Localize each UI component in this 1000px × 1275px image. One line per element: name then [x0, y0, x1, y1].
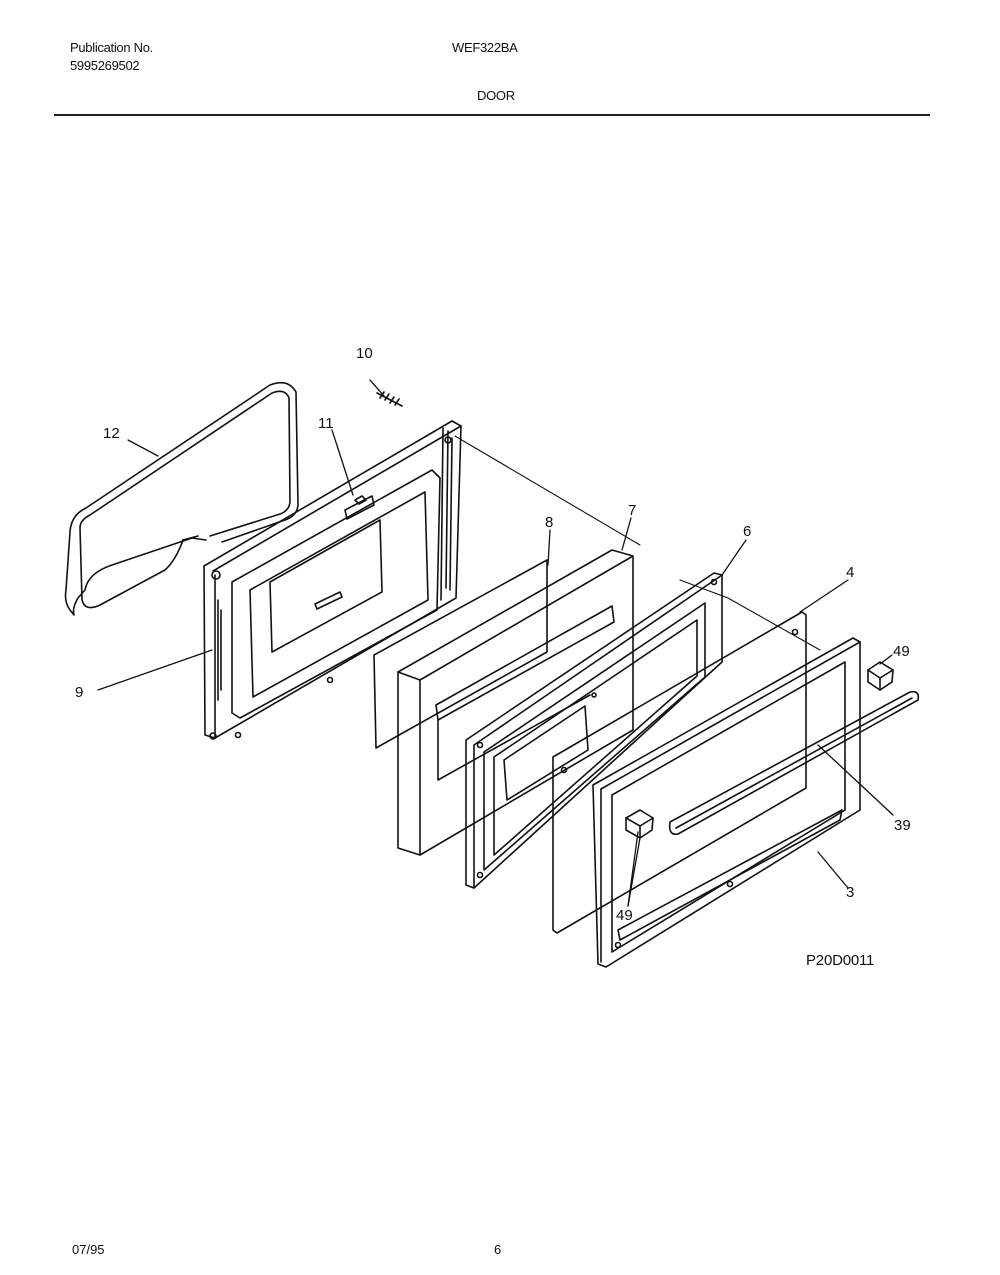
callout-10: 10 — [356, 345, 373, 362]
callout-4: 4 — [846, 564, 854, 581]
callout-12: 12 — [103, 425, 120, 442]
publication-number: 5995269502 — [70, 58, 140, 73]
outer-glass-part — [552, 611, 807, 934]
callout-7: 7 — [628, 502, 636, 519]
glass-pack-frame-part — [465, 572, 723, 889]
model-number: WEF322BA — [452, 40, 518, 55]
callout-labels: 12 11 10 9 8 7 6 4 49 39 3 49 — [75, 345, 911, 924]
callout-49-lower: 49 — [616, 907, 633, 924]
callout-8: 8 — [545, 514, 553, 531]
door-gasket-part — [64, 381, 299, 616]
header-rule — [54, 114, 930, 116]
handle-cap-part-upper — [867, 661, 894, 691]
door-handle-part — [668, 690, 920, 836]
page-number: 6 — [494, 1242, 502, 1257]
callout-39: 39 — [894, 817, 911, 834]
callout-49-upper: 49 — [893, 643, 910, 660]
inner-door-panel-part — [203, 420, 462, 740]
leader-lines — [97, 379, 894, 907]
callout-3: 3 — [846, 884, 854, 901]
insulation-part — [373, 559, 548, 749]
publication-label: Publication No. — [70, 40, 153, 55]
callout-6: 6 — [743, 523, 751, 540]
callout-9: 9 — [75, 684, 83, 701]
section-title: DOOR — [477, 88, 515, 103]
screw-part — [376, 391, 403, 407]
callout-11: 11 — [318, 415, 334, 432]
figure-code: P20D0011 — [806, 952, 875, 969]
alignment-lines — [454, 435, 821, 651]
insulation-pad-part — [397, 549, 634, 856]
footer-date: 07/95 — [72, 1242, 105, 1257]
outer-door-frame-part — [592, 637, 861, 968]
handle-cap-part-lower — [625, 809, 654, 839]
